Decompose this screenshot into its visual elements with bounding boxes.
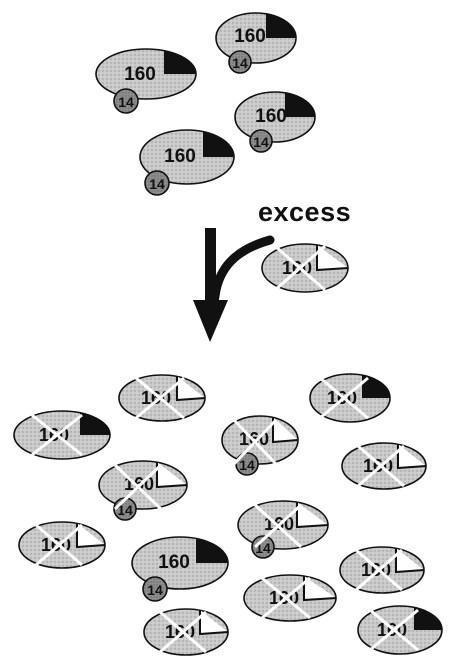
bottom-competitor-1: 160 — [118, 374, 206, 422]
top-molecule-3: 160 14 — [234, 91, 316, 153]
excess-label: excess — [258, 197, 352, 227]
bottom-bound-crossed-2: 160 — [13, 410, 111, 460]
svg-text:14: 14 — [147, 582, 163, 598]
top-molecule-4: 160 14 — [139, 129, 235, 196]
curved-arrow — [193, 228, 275, 342]
bottom-competitor-2: 160 — [341, 442, 427, 490]
bottom-competitor-4: 160 — [339, 546, 425, 594]
bottom-bound-crossed-3: 160 — [357, 605, 443, 655]
bottom-competitor-5: 160 — [243, 574, 337, 622]
molecule-label: 160 — [164, 146, 196, 167]
top-molecule-1: 160 14 — [215, 12, 297, 74]
bottom-competitor-3: 160 — [18, 521, 106, 569]
small-circle — [144, 170, 170, 196]
bottom-bound-crossed-sub-1: 160 14 — [221, 415, 299, 476]
filled-wedge — [285, 93, 315, 117]
small-circle-label: 14 — [253, 134, 269, 150]
small-circle-label: 14 — [232, 55, 248, 71]
filled-wedge — [164, 51, 196, 74]
bottom-bound-intact: 160 14 — [131, 536, 229, 602]
small-circle — [249, 129, 273, 153]
arrow-head — [193, 300, 228, 342]
bottom-bound-crossed-sub-3: 160 14 — [237, 500, 329, 559]
svg-text:14: 14 — [239, 457, 255, 473]
small-circle-label: 14 — [118, 94, 134, 110]
bottom-competitor-6: 160 — [143, 608, 229, 656]
top-molecule-2: 160 14 — [95, 48, 197, 114]
bound-label: 160 — [158, 552, 190, 573]
small-circle-label: 14 — [149, 176, 165, 192]
small-circle — [113, 88, 139, 114]
filled-wedge — [266, 14, 296, 38]
bottom-bound-crossed-1: 160 — [309, 373, 391, 423]
molecule-label: 160 — [124, 64, 156, 85]
small-circle — [228, 50, 252, 74]
competitor-molecule: 160 — [261, 243, 349, 293]
molecule-label: 160 — [234, 26, 266, 47]
molecule-label: 160 — [255, 106, 287, 127]
svg-text:160: 160 — [141, 388, 171, 408]
filled-wedge — [203, 132, 234, 157]
svg-text:14: 14 — [255, 540, 271, 556]
bottom-bound-crossed-sub-2: 160 14 — [98, 460, 188, 521]
svg-text:14: 14 — [117, 502, 133, 518]
